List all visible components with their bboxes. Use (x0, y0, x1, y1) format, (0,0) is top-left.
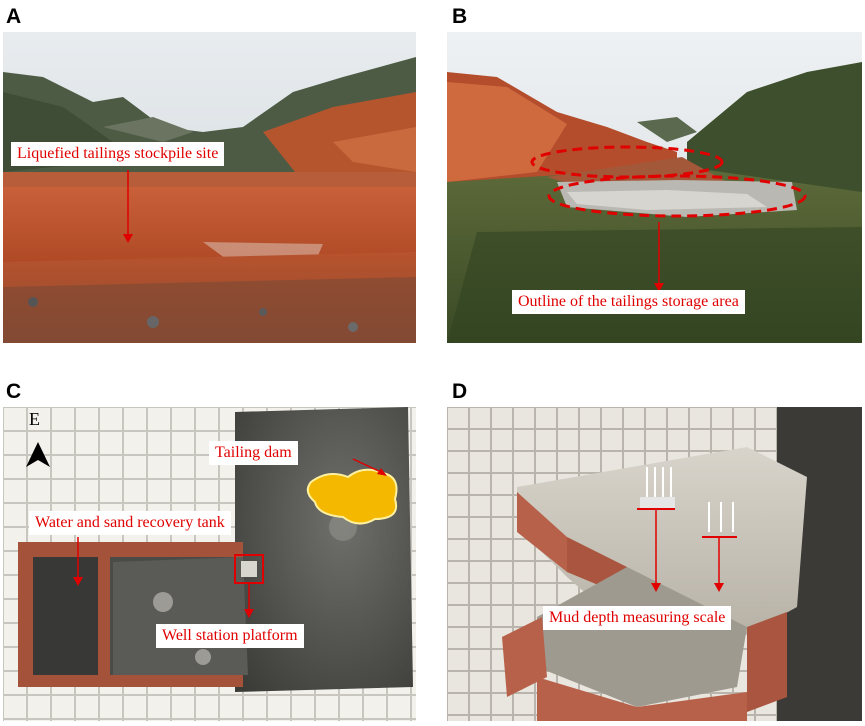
arrow-d-left-head (651, 583, 661, 592)
arrow-a-head (123, 234, 133, 243)
panel-letter-a: A (6, 5, 22, 28)
north-arrow-icon (26, 442, 50, 467)
photo-d-scene (447, 407, 862, 721)
compass-label: E (29, 409, 40, 429)
label-c-tailing-dam: Tailing dam (209, 441, 298, 465)
arrow-d-right-head (714, 583, 724, 592)
outline-b-upper (530, 145, 724, 179)
photo-d-model-perspective (447, 407, 862, 721)
label-d-measuring-scale: Mud depth measuring scale (543, 606, 732, 630)
panel-letter-c: C (6, 380, 22, 403)
arrow-c-well-head (244, 609, 254, 618)
label-c-well-station: Well station platform (156, 624, 304, 648)
arrow-c-tank-head (73, 577, 83, 586)
label-a-stockpile: Liquefied tailings stockpile site (11, 142, 225, 166)
label-c-recovery-tank: Water and sand recovery tank (29, 511, 231, 535)
tailing-dam-shape (306, 468, 398, 525)
photo-a-scene (3, 32, 416, 343)
panel-letter-b: B (452, 5, 468, 28)
photo-a-tailings-stockpile (3, 32, 416, 343)
panel-letter-d: D (452, 380, 468, 403)
arrow-b-head (654, 283, 664, 292)
outline-b-lower (547, 174, 807, 218)
label-b-outline: Outline of the tailings storage area (512, 290, 745, 314)
arrow-c-dam-line (352, 458, 384, 474)
arrow-c-dam-head (377, 468, 387, 476)
